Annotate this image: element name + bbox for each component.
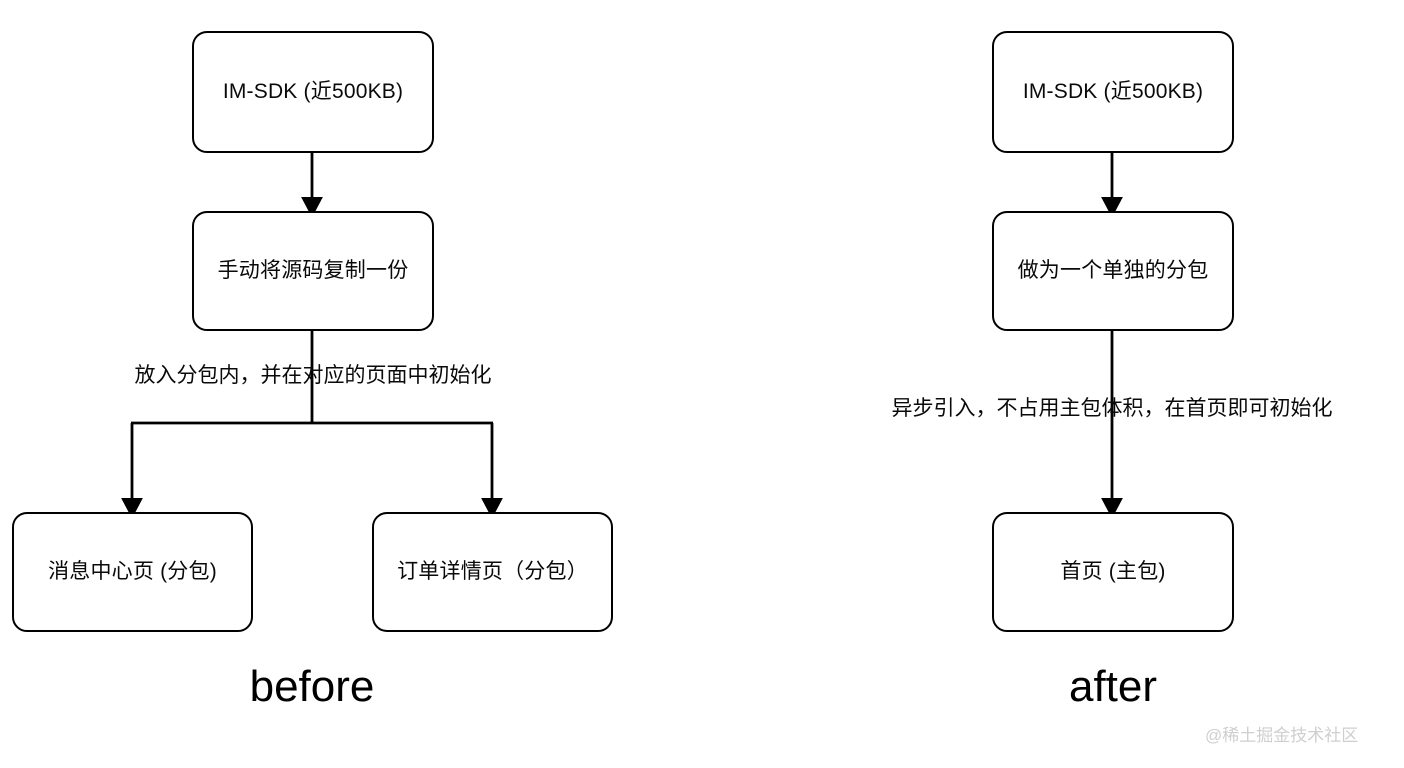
node-before-sdk[interactable]: IM-SDK (近500KB) bbox=[192, 31, 434, 153]
node-before-order-detail-label: 订单详情页（分包） bbox=[397, 560, 588, 584]
edge-label-after-text: 异步引入，不占用主包体积，在首页即可初始化 bbox=[891, 397, 1333, 420]
node-after-home-label: 首页 (主包) bbox=[1060, 560, 1166, 584]
watermark: @稀土掘金技术社区 bbox=[1205, 727, 1358, 744]
node-after-sdk-label: IM-SDK (近500KB) bbox=[1022, 80, 1204, 104]
edge-label-before-text: 放入分包内，并在对应的页面中初始化 bbox=[134, 364, 492, 387]
caption-after: after bbox=[963, 665, 1263, 709]
node-before-message-center-label: 消息中心页 (分包) bbox=[48, 560, 217, 584]
watermark-text: @稀土掘金技术社区 bbox=[1205, 726, 1359, 745]
node-after-home[interactable]: 首页 (主包) bbox=[992, 512, 1234, 632]
node-before-copy-label: 手动将源码复制一份 bbox=[217, 259, 409, 283]
node-after-subpackage-label: 做为一个单独的分包 bbox=[1017, 259, 1209, 283]
caption-before: before bbox=[162, 665, 462, 709]
node-before-message-center[interactable]: 消息中心页 (分包) bbox=[12, 512, 253, 632]
caption-before-text: before bbox=[249, 662, 375, 711]
node-before-sdk-label: IM-SDK (近500KB) bbox=[222, 80, 404, 104]
node-before-order-detail[interactable]: 订单详情页（分包） bbox=[372, 512, 613, 632]
node-after-sdk[interactable]: IM-SDK (近500KB) bbox=[992, 31, 1234, 153]
node-after-subpackage[interactable]: 做为一个单独的分包 bbox=[992, 211, 1234, 331]
node-before-copy[interactable]: 手动将源码复制一份 bbox=[192, 211, 434, 331]
edge-label-after: 异步引入，不占用主包体积，在首页即可初始化 bbox=[842, 396, 1382, 421]
edge-label-before: 放入分包内，并在对应的页面中初始化 bbox=[110, 363, 516, 388]
caption-after-text: after bbox=[1068, 662, 1158, 711]
